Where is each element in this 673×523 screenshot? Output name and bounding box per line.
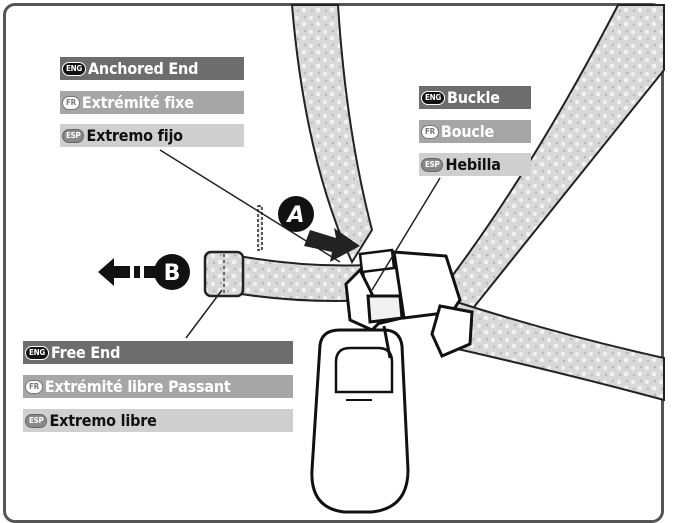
label-buckle-esp: ESP Hebilla: [419, 153, 531, 176]
esp-badge-icon: ESP: [421, 157, 444, 172]
label-free-end-esp: ESP Extremo libre: [23, 409, 293, 432]
leader-buckle: [371, 177, 441, 291]
label-anchored-end-fr: FR Extrémité fixe: [60, 91, 244, 114]
esp-badge-icon: ESP: [25, 413, 48, 428]
anchored-end-tab: [257, 205, 263, 251]
eng-badge-icon: ENG: [421, 90, 445, 105]
marker-a: A: [285, 203, 304, 228]
shoulder-strap-left: [290, 4, 374, 265]
label-free-end-eng: ENG Free End: [23, 341, 293, 364]
arrow-a-icon: [278, 196, 360, 262]
arrow-b-icon: [98, 254, 190, 290]
label-buckle-eng: ENG Buckle: [419, 86, 531, 109]
eng-badge-icon: ENG: [25, 345, 49, 360]
label-free-end-fr: FR Extrémité libre Passant: [23, 375, 293, 398]
leader-free-end: [185, 289, 223, 339]
label-buckle-fr: FR Boucle: [419, 120, 531, 143]
label-anchored-end-esp: ESP Extremo fijo: [60, 124, 244, 147]
buckle: [344, 250, 474, 358]
marker-b: B: [164, 261, 181, 286]
fr-badge-icon: FR: [421, 124, 439, 139]
leader-anchored-end: [159, 149, 341, 263]
fr-badge-icon: FR: [25, 379, 43, 394]
fr-badge-icon: FR: [62, 95, 80, 110]
eng-badge-icon: ENG: [62, 61, 86, 76]
esp-badge-icon: ESP: [62, 128, 85, 143]
label-anchored-end-eng: ENG Anchored End: [60, 57, 244, 80]
waist-strap-right: [438, 298, 665, 402]
